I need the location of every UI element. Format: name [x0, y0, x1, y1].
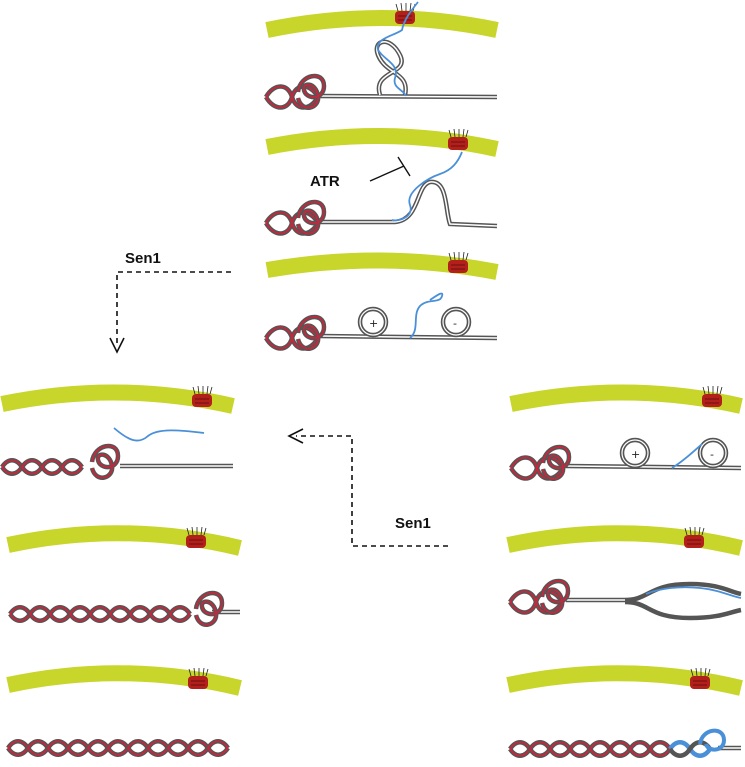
supercoiled-dna	[266, 317, 324, 349]
panel-right-3	[506, 665, 743, 758]
nuclear-membrane	[6, 665, 242, 696]
supercoiled-dna	[510, 742, 670, 756]
panel-top-2: ATR	[265, 128, 499, 234]
dna-duplex	[566, 581, 742, 621]
nuclear-pore-icon	[701, 385, 723, 408]
atr-inhibition-arrow	[369, 165, 405, 182]
sen1-arrow-right: Sen1	[287, 428, 448, 547]
sen1-label-top: Sen1	[125, 250, 161, 267]
rna-strand	[113, 427, 205, 442]
supercoiled-dna	[2, 446, 118, 478]
rna-strand	[409, 292, 444, 339]
nuclear-membrane	[506, 525, 743, 556]
nuclear-membrane	[6, 525, 242, 556]
plus-sign: +	[369, 317, 378, 330]
rna-strand	[671, 443, 703, 469]
nuclear-pore-icon	[447, 251, 469, 274]
plus-sign: +	[631, 448, 640, 461]
panel-right-1: + -	[511, 384, 743, 479]
nuclear-pore-icon	[185, 526, 207, 549]
panel-left-3	[6, 665, 242, 755]
dna-duplex	[320, 179, 498, 229]
supercoiled-dna	[510, 581, 568, 613]
panel-top-3: + -	[265, 251, 499, 349]
sen1-label-right: Sen1	[395, 515, 431, 532]
panel-top-1	[265, 1, 499, 108]
sen1-arrow-top: Sen1	[109, 250, 231, 354]
rna-strand	[645, 586, 742, 599]
nuclear-pore-icon	[191, 385, 213, 408]
minus-sign: -	[710, 448, 714, 461]
panel-left-1	[2, 384, 235, 478]
rna-strand	[376, 1, 419, 97]
panel-left-2	[6, 525, 242, 625]
nuclear-pore-icon	[447, 128, 469, 151]
nuclear-membrane	[265, 252, 499, 280]
rna-strand	[391, 151, 463, 222]
rna-dna-hybrid	[668, 728, 727, 758]
supercoiled-dna	[511, 447, 569, 479]
atr-label: ATR	[310, 173, 340, 190]
supercoiled-dna	[10, 593, 222, 625]
nuclear-membrane	[506, 665, 743, 696]
supercoiled-dna	[266, 76, 324, 108]
panel-right-2	[506, 525, 743, 621]
nuclear-membrane	[265, 10, 499, 38]
dna-loop	[374, 39, 408, 96]
supercoiled-dna	[8, 741, 228, 755]
supercoiled-dna	[266, 202, 324, 234]
nuclear-membrane	[265, 128, 499, 157]
minus-sign: -	[453, 317, 457, 330]
